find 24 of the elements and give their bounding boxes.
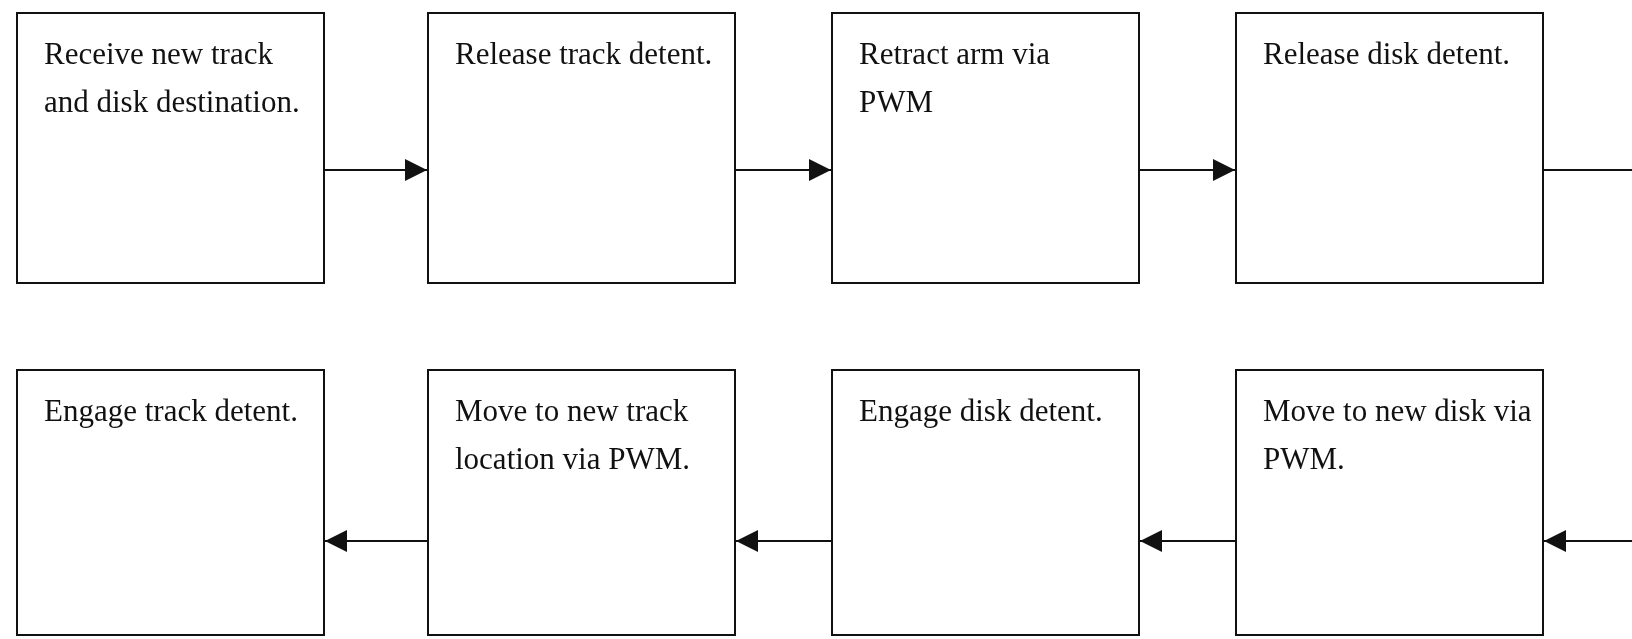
arrow: [324, 530, 428, 552]
connector-line: [1543, 169, 1632, 171]
process-box: [427, 369, 736, 636]
process-box: [427, 12, 736, 284]
step-text: Release track detent.: [455, 35, 714, 73]
process-box: [16, 12, 325, 284]
step-text: Move to new disk via PWM.: [1263, 392, 1532, 478]
arrow: [1139, 159, 1236, 181]
step-text: Retract arm via PWM: [859, 35, 1052, 121]
arrow: [1139, 530, 1236, 552]
step-text: Engage track detent.: [44, 392, 299, 430]
process-box: [831, 369, 1140, 636]
arrow: [735, 530, 832, 552]
arrow: [1543, 530, 1632, 552]
process-box: [1235, 369, 1544, 636]
step-text: Engage disk detent.: [859, 392, 1104, 430]
step-text: Release disk detent.: [1263, 35, 1512, 73]
step-text: Receive new track and disk destination.: [44, 35, 301, 121]
process-box: [1235, 12, 1544, 284]
arrow: [735, 159, 832, 181]
step-text: Move to new track location via PWM.: [455, 392, 692, 478]
process-box: [831, 12, 1140, 284]
process-box: [16, 369, 325, 636]
arrow: [324, 159, 428, 181]
